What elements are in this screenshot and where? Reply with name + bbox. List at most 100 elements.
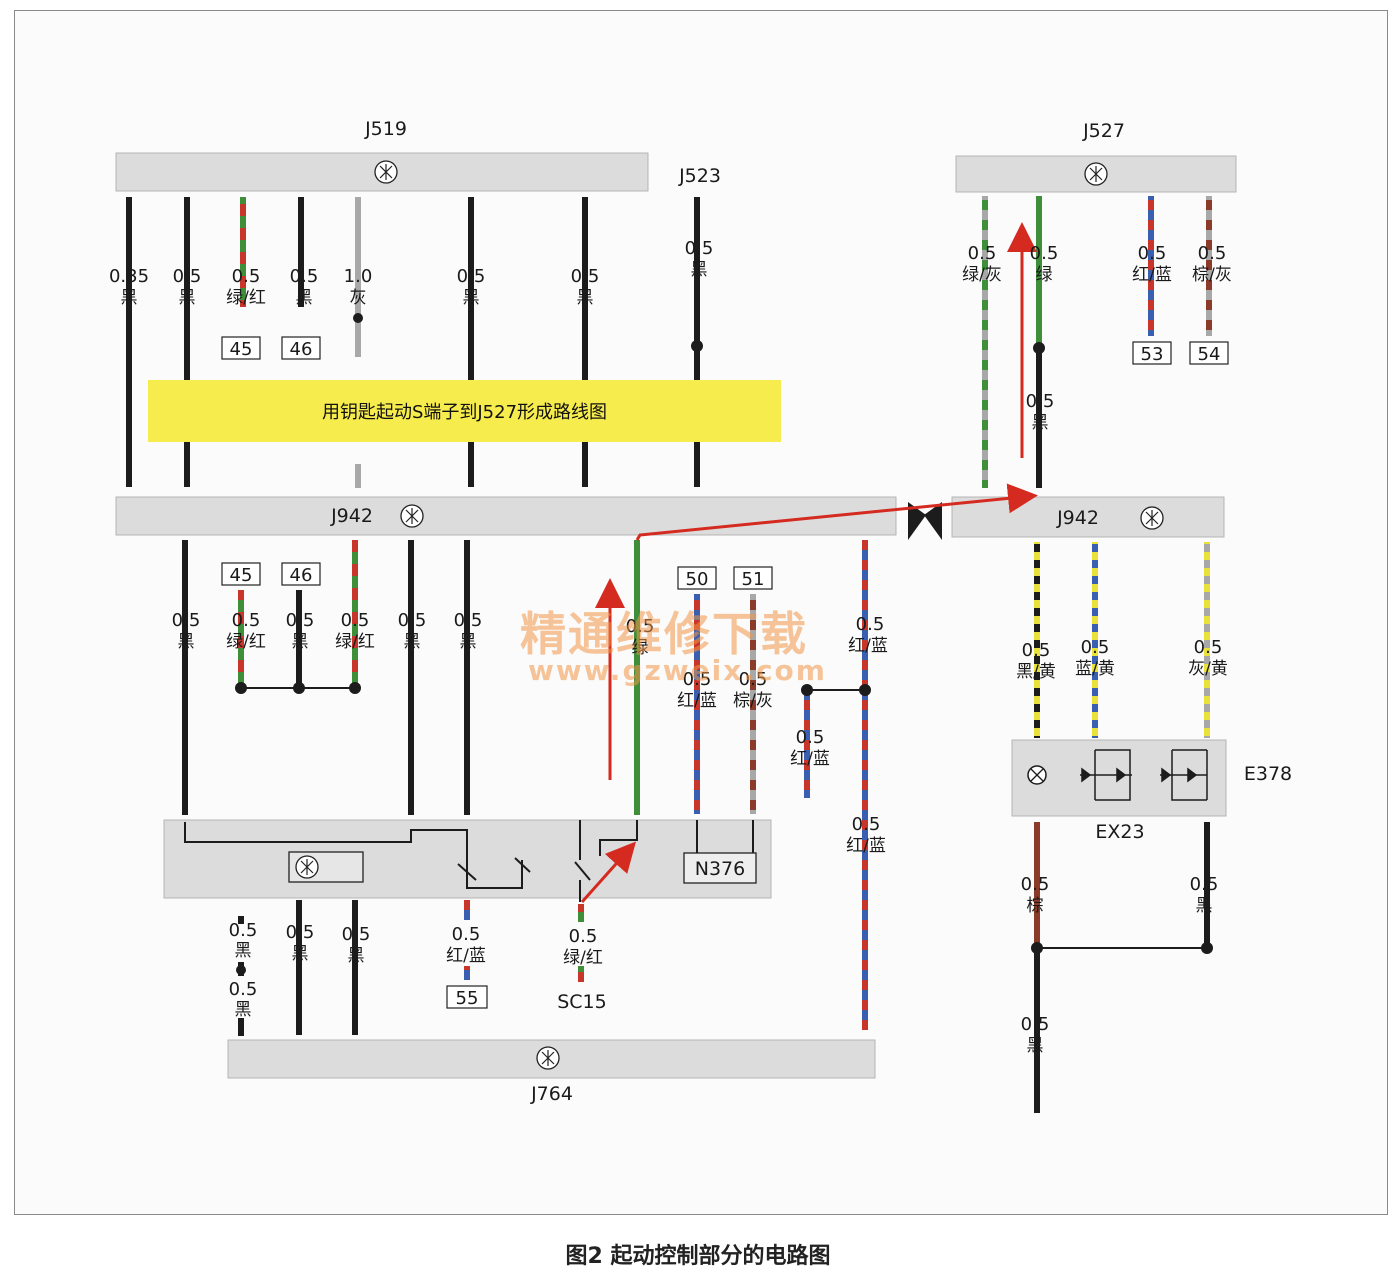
svg-text:46: 46 [290,565,313,586]
svg-text:0.5: 0.5 [1026,391,1055,412]
svg-text:绿: 绿 [632,638,649,658]
j942-right-symbol-icon [1140,506,1164,530]
svg-text:0.35: 0.35 [109,266,149,287]
svg-text:绿/红: 绿/红 [226,632,266,652]
connector-box-53: 53 [1132,341,1172,365]
svg-text:0.5: 0.5 [232,266,261,287]
svg-text:绿/红: 绿/红 [335,632,375,652]
connector-box-51: 51 [733,566,773,590]
svg-text:绿/灰: 绿/灰 [962,265,1002,285]
svg-text:0.5: 0.5 [173,266,202,287]
svg-text:0.5: 0.5 [1030,243,1059,264]
svg-text:0.5: 0.5 [229,920,258,941]
svg-text:黑: 黑 [463,288,480,308]
ignition-control-unit-icon [288,851,364,883]
svg-text:0.5: 0.5 [1198,243,1227,264]
svg-text:0.5: 0.5 [1021,1014,1050,1035]
j527-label: J527 [1082,120,1125,142]
svg-text:0.5: 0.5 [1138,243,1167,264]
ignition-switch-contacts [184,820,754,902]
svg-text:黑: 黑 [178,632,195,652]
wires-middle-left [182,540,871,1030]
wires-right-lower [1031,542,1213,1113]
svg-text:0.5: 0.5 [1081,637,1110,658]
svg-text:黑: 黑 [1196,896,1213,916]
svg-text:黑: 黑 [691,260,708,280]
j942-left-bus [115,496,897,536]
j942-right-bus [951,496,1225,538]
svg-text:黑: 黑 [292,944,309,964]
e378-label: E378 [1244,763,1292,785]
j764-label: J764 [530,1083,573,1105]
svg-text:绿/红: 绿/红 [226,288,266,308]
svg-text:黑/黄: 黑/黄 [1016,662,1056,682]
svg-text:1.0: 1.0 [344,266,373,287]
connector-right-icon [924,502,942,540]
svg-text:53: 53 [1141,344,1164,365]
svg-text:0.5: 0.5 [571,266,600,287]
svg-text:棕/灰: 棕/灰 [733,691,773,711]
svg-text:0.5: 0.5 [685,238,714,259]
svg-text:0.5: 0.5 [683,669,712,690]
svg-text:红/蓝: 红/蓝 [677,691,717,711]
svg-text:0.5: 0.5 [1021,874,1050,895]
svg-text:0.5: 0.5 [341,610,370,631]
connector-box-46b: 46 [281,562,321,586]
svg-text:0.5: 0.5 [342,924,371,945]
svg-text:51: 51 [742,569,765,590]
svg-text:54: 54 [1198,344,1221,365]
svg-text:黑: 黑 [460,632,477,652]
svg-text:45: 45 [230,339,253,360]
svg-text:0.5: 0.5 [856,614,885,635]
svg-text:黑: 黑 [348,946,365,966]
j942-right-label: J942 [1056,507,1099,529]
watermark-url: www.gzweix.com [528,654,827,687]
svg-text:黑: 黑 [404,632,421,652]
svg-text:0.5: 0.5 [454,610,483,631]
svg-text:0.5: 0.5 [398,610,427,631]
svg-text:黑: 黑 [235,941,252,961]
wires-bottom-left [236,900,584,1036]
svg-text:50: 50 [686,569,709,590]
j527-symbol-icon [1084,162,1108,186]
current-path [580,222,1038,903]
connector-box-54: 54 [1189,341,1229,365]
wires-top-left [126,197,703,488]
connector-box-46a: 46 [281,336,321,360]
svg-text:红/蓝: 红/蓝 [790,749,830,769]
connector-left-icon [908,502,926,540]
svg-text:55: 55 [456,988,479,1009]
svg-text:绿: 绿 [1036,265,1053,285]
svg-text:红/蓝: 红/蓝 [446,946,486,966]
j523-label: J523 [678,165,721,187]
svg-text:黑: 黑 [1032,413,1049,433]
connector-box-45a: 45 [221,336,261,360]
svg-text:红/蓝: 红/蓝 [848,636,888,656]
svg-text:0.5: 0.5 [1194,637,1223,658]
svg-text:棕/灰: 棕/灰 [1192,265,1232,285]
svg-text:棕: 棕 [1027,896,1044,916]
j764-symbol-icon [536,1046,560,1070]
route-banner: 用钥匙起动S端子到J527形成路线图 [148,380,781,442]
connector-box-50: 50 [677,566,717,590]
svg-text:绿/红: 绿/红 [563,948,603,968]
svg-text:0.5: 0.5 [229,979,258,1000]
svg-text:灰: 灰 [350,288,367,308]
sc15-label: SC15 [557,991,607,1013]
svg-text:0.5: 0.5 [1190,874,1219,895]
svg-text:46: 46 [290,339,313,360]
svg-text:红/蓝: 红/蓝 [846,836,886,856]
svg-text:0.5: 0.5 [796,727,825,748]
e378-lamp-icon [1027,765,1047,785]
svg-text:黑: 黑 [179,288,196,308]
svg-text:蓝/黄: 蓝/黄 [1075,659,1115,679]
n376-label: N376 [695,858,745,880]
j519-label: J519 [364,118,407,140]
wire-labels: 0.35黑 0.5黑 0.5绿/红 0.5黑 1.0灰 0.5黑 0.5黑 0.… [109,238,1232,1056]
svg-text:0.5: 0.5 [968,243,997,264]
svg-text:灰/黄: 灰/黄 [1188,659,1228,679]
connector-box-45b: 45 [221,562,261,586]
svg-text:0.5: 0.5 [569,926,598,947]
j942-left-label: J942 [330,505,373,527]
j519-symbol-icon [374,160,398,184]
